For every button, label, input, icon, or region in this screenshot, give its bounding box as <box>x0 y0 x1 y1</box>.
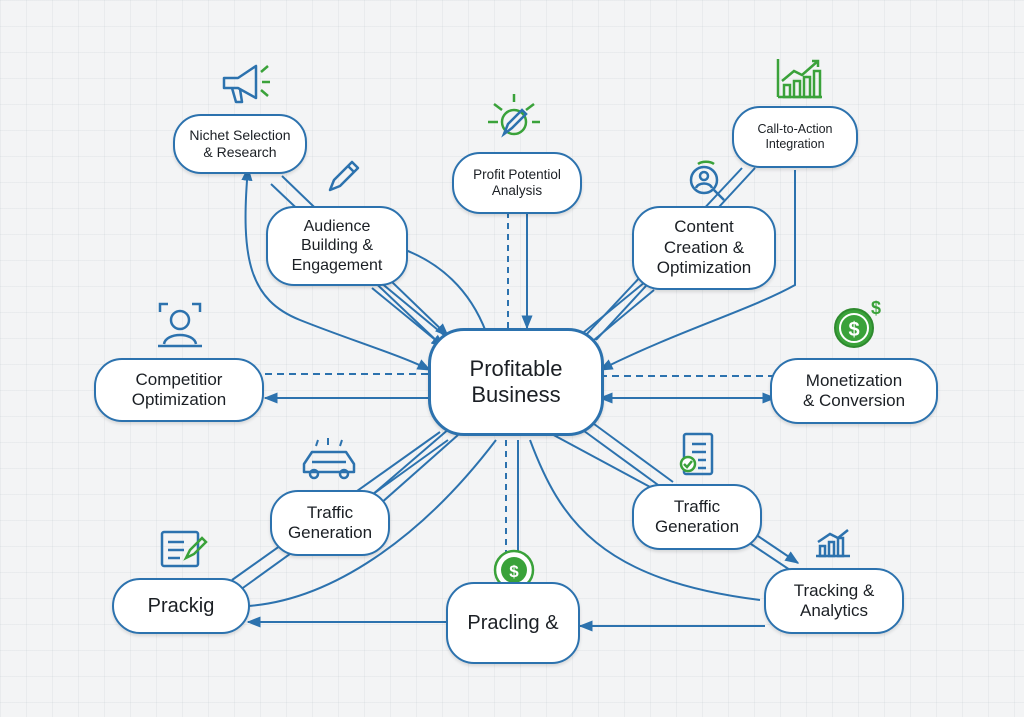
monetization-line-2: & Conversion <box>802 391 906 410</box>
pen-icon <box>328 160 360 192</box>
competitor-line-2: Optimization <box>131 390 227 409</box>
pracling-label: Pracling & <box>467 612 559 634</box>
traffic-left-line-2: Generation <box>287 523 373 542</box>
traffic-generation-left-node[interactable]: Traffic Generation <box>270 490 390 556</box>
prackig-node[interactable]: Prackig <box>112 578 250 634</box>
monetization-line-1: Monetization <box>805 370 903 390</box>
niche-selection-node[interactable]: Nichet Selection & Research <box>173 114 307 174</box>
audience-line-2: Building & <box>300 237 374 255</box>
target-pencil-icon <box>488 94 540 138</box>
center-line-1: Profitable <box>469 355 563 381</box>
traffic-generation-right-node[interactable]: Traffic Generation <box>632 484 762 550</box>
content-line-3: Optimization <box>656 258 752 278</box>
person-frame-icon <box>158 302 202 348</box>
profitable-business-node[interactable]: Profitable Business <box>428 328 604 436</box>
dollar-coin-icon: $ $ <box>834 298 881 348</box>
growth-chart-icon <box>776 59 822 99</box>
bar-chart-icon <box>816 529 850 558</box>
profit-potential-node[interactable]: Profit Potentiol Analysis <box>452 152 582 214</box>
center-line-2: Business <box>471 382 561 407</box>
tracking-analytics-node[interactable]: Tracking & Analytics <box>764 568 904 634</box>
traffic-right-line-1: Traffic <box>673 496 721 516</box>
profit-line-2: Analysis <box>491 183 543 198</box>
niche-line-1: Nichet Selection <box>189 127 291 144</box>
traffic-left-line-1: Traffic <box>306 502 354 522</box>
call-to-action-node[interactable]: Call-to-Action Integration <box>732 106 858 168</box>
svg-text:$: $ <box>509 562 519 581</box>
prackig-label: Prackig <box>147 595 215 617</box>
cta-line-2: Integration <box>765 137 825 151</box>
magnifier-person-icon <box>689 160 725 201</box>
content-line-1: Content <box>674 217 734 237</box>
svg-text:$: $ <box>871 298 881 318</box>
audience-line-3: Engagement <box>291 256 383 274</box>
competitor-line-1: Competitior <box>135 369 223 389</box>
competitor-optimization-node[interactable]: Competitior Optimization <box>94 358 264 422</box>
svg-text:$: $ <box>848 319 859 341</box>
tracking-line-1: Tracking & <box>793 580 875 600</box>
tracking-line-2: Analytics <box>799 601 869 620</box>
megaphone-icon <box>222 64 270 104</box>
audience-line-1: Audience <box>303 218 371 236</box>
document-pen-icon <box>160 530 208 568</box>
car-icon <box>302 438 356 480</box>
monetization-node[interactable]: Monetization & Conversion <box>770 358 938 424</box>
dollar-coin-small-icon: $ <box>493 549 535 591</box>
pracling-node[interactable]: Pracling & <box>446 582 580 664</box>
niche-line-2: & Research <box>203 144 277 160</box>
content-creation-node[interactable]: Content Creation & Optimization <box>632 206 776 290</box>
profit-line-1: Profit Potentiol <box>473 166 561 182</box>
traffic-right-line-2: Generation <box>654 517 740 536</box>
cta-line-1: Call-to-Action <box>757 122 833 136</box>
checklist-icon <box>679 432 714 476</box>
audience-building-node[interactable]: Audience Building & Engagement <box>266 206 408 286</box>
content-line-2: Creation & <box>663 237 745 257</box>
